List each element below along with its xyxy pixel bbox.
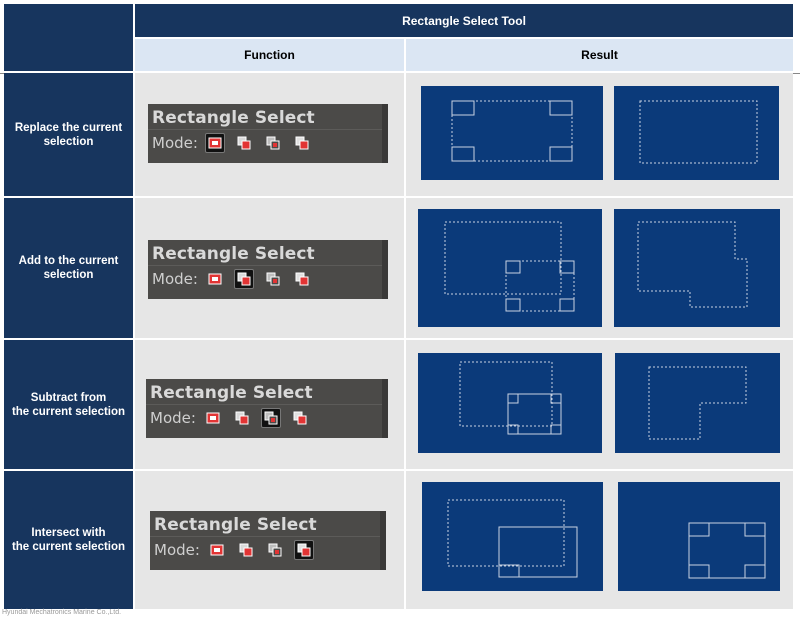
add-mode-icon (235, 411, 249, 425)
panel-title: Rectangle Select (154, 515, 317, 535)
replace-mode-button[interactable] (205, 269, 225, 289)
mode-label: Mode: (152, 270, 198, 288)
row-label-add: Add to the current selection (4, 198, 133, 338)
add-mode-icon (237, 272, 251, 286)
result-before-intersect (422, 482, 603, 591)
row-label-subtract: Subtract from the current selection (4, 340, 133, 469)
selection-diagram (639, 100, 758, 164)
intersect-mode-button[interactable] (292, 133, 312, 153)
panel-divider (150, 536, 380, 537)
panel-title: Rectangle Select (152, 108, 315, 128)
row-label-intersect: Intersect with the current selection (4, 471, 133, 609)
tool-options-panel: Rectangle Select Mode: (150, 511, 386, 570)
subtract-mode-button[interactable] (263, 269, 283, 289)
intersect-mode-icon (297, 543, 311, 557)
result-after-add (614, 209, 780, 327)
result-before-subtract (418, 353, 602, 453)
subtract-mode-button[interactable] (263, 133, 283, 153)
add-mode-button[interactable] (232, 408, 252, 428)
selection-diagram (637, 221, 748, 308)
replace-mode-icon (208, 137, 222, 149)
add-mode-button[interactable] (236, 540, 256, 560)
panel-title: Rectangle Select (150, 383, 313, 403)
subtract-mode-button[interactable] (261, 408, 281, 428)
subtract-mode-icon (264, 411, 278, 425)
left-rule (0, 73, 4, 74)
selection-diagram (444, 221, 575, 312)
mode-label: Mode: (150, 409, 196, 427)
selection-diagram (688, 522, 766, 579)
intersect-mode-icon (293, 411, 307, 425)
result-after-replace (614, 86, 779, 180)
panel-divider (148, 129, 382, 130)
replace-mode-button[interactable] (205, 133, 225, 153)
selection-diagram (451, 100, 573, 162)
result-after-intersect (618, 482, 780, 591)
mode-label: Mode: (154, 541, 200, 559)
result-before-replace (421, 86, 603, 180)
add-mode-icon (239, 543, 253, 557)
subtract-mode-icon (268, 543, 282, 557)
subtract-mode-icon (266, 136, 280, 150)
replace-mode-icon (210, 544, 224, 556)
panel-title: Rectangle Select (152, 244, 315, 264)
replace-mode-button[interactable] (203, 408, 223, 428)
panel-divider (146, 404, 382, 405)
result-after-subtract (615, 353, 780, 453)
subtract-mode-icon (266, 272, 280, 286)
intersect-mode-icon (295, 136, 309, 150)
footer-company: Hyundai Mechatronics Marine Co.,Ltd. (2, 609, 122, 616)
intersect-mode-button[interactable] (292, 269, 312, 289)
intersect-mode-icon (295, 272, 309, 286)
mode-label: Mode: (152, 134, 198, 152)
intersect-mode-button[interactable] (294, 540, 314, 560)
selection-diagram (648, 366, 747, 440)
row-label-replace: Replace the current selection (4, 73, 133, 196)
selection-diagram (447, 499, 578, 578)
replace-mode-icon (208, 273, 222, 285)
tool-options-panel: Rectangle Select Mode: (148, 240, 388, 299)
intersect-mode-button[interactable] (290, 408, 310, 428)
table-title: Rectangle Select Tool (135, 4, 793, 37)
tool-options-panel: Rectangle Select Mode: (146, 379, 388, 438)
subtract-mode-button[interactable] (265, 540, 285, 560)
panel-divider (148, 265, 382, 266)
result-before-add (418, 209, 602, 327)
add-mode-icon (237, 136, 251, 150)
replace-mode-icon (206, 412, 220, 424)
result-column-header: Result (406, 39, 793, 71)
right-rule (793, 73, 800, 74)
tool-options-panel: Rectangle Select Mode: (148, 104, 388, 163)
corner-header-cell (4, 4, 133, 71)
selection-diagram (459, 361, 562, 435)
replace-mode-button[interactable] (207, 540, 227, 560)
add-mode-button[interactable] (234, 133, 254, 153)
add-mode-button[interactable] (234, 269, 254, 289)
function-column-header: Function (135, 39, 404, 71)
